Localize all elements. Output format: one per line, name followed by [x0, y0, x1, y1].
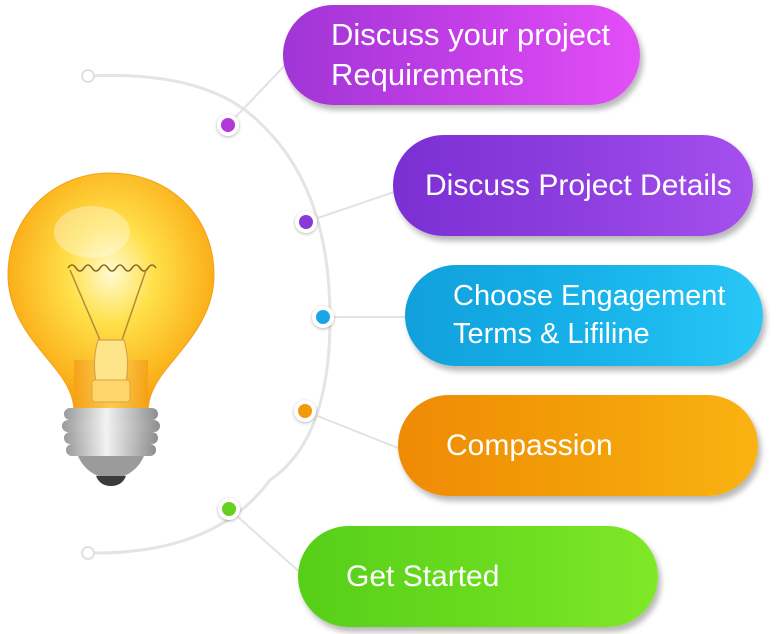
step-pill-compassion: Compassion — [398, 395, 758, 496]
step-pill-project-details: Discuss Project Details — [393, 135, 753, 236]
step-label-line: Terms & Lifiline — [453, 317, 650, 350]
connector-spoke — [305, 189, 401, 223]
node-dot-core — [299, 215, 313, 229]
node-dot-core — [221, 118, 235, 132]
arc-end-cap-top — [81, 69, 95, 83]
light-bulb-icon — [7, 172, 215, 486]
step-label-line: Choose Engagement — [453, 279, 726, 312]
step-label-line: Discuss your project — [331, 16, 611, 52]
step-label-line: Requirements — [331, 57, 524, 92]
connector-spoke — [228, 508, 304, 576]
node-dot-core — [316, 310, 330, 324]
arc-end-cap-bottom — [81, 546, 95, 560]
step-pill-get-started: Get Started — [298, 526, 658, 627]
connector-spoke — [304, 410, 404, 451]
step-label-line: Get Started — [346, 560, 500, 593]
step-pill-engagement-terms: Choose Engagement Terms & Lifiline — [405, 265, 763, 366]
node-dot-core — [298, 404, 312, 418]
connector-spoke — [227, 59, 291, 126]
step-pill-requirements: Discuss your project Requirements — [283, 5, 640, 105]
step-label-line: Compassion — [446, 429, 613, 462]
step-label-line: Discuss Project Details — [425, 169, 732, 202]
node-dot-core — [222, 502, 236, 516]
